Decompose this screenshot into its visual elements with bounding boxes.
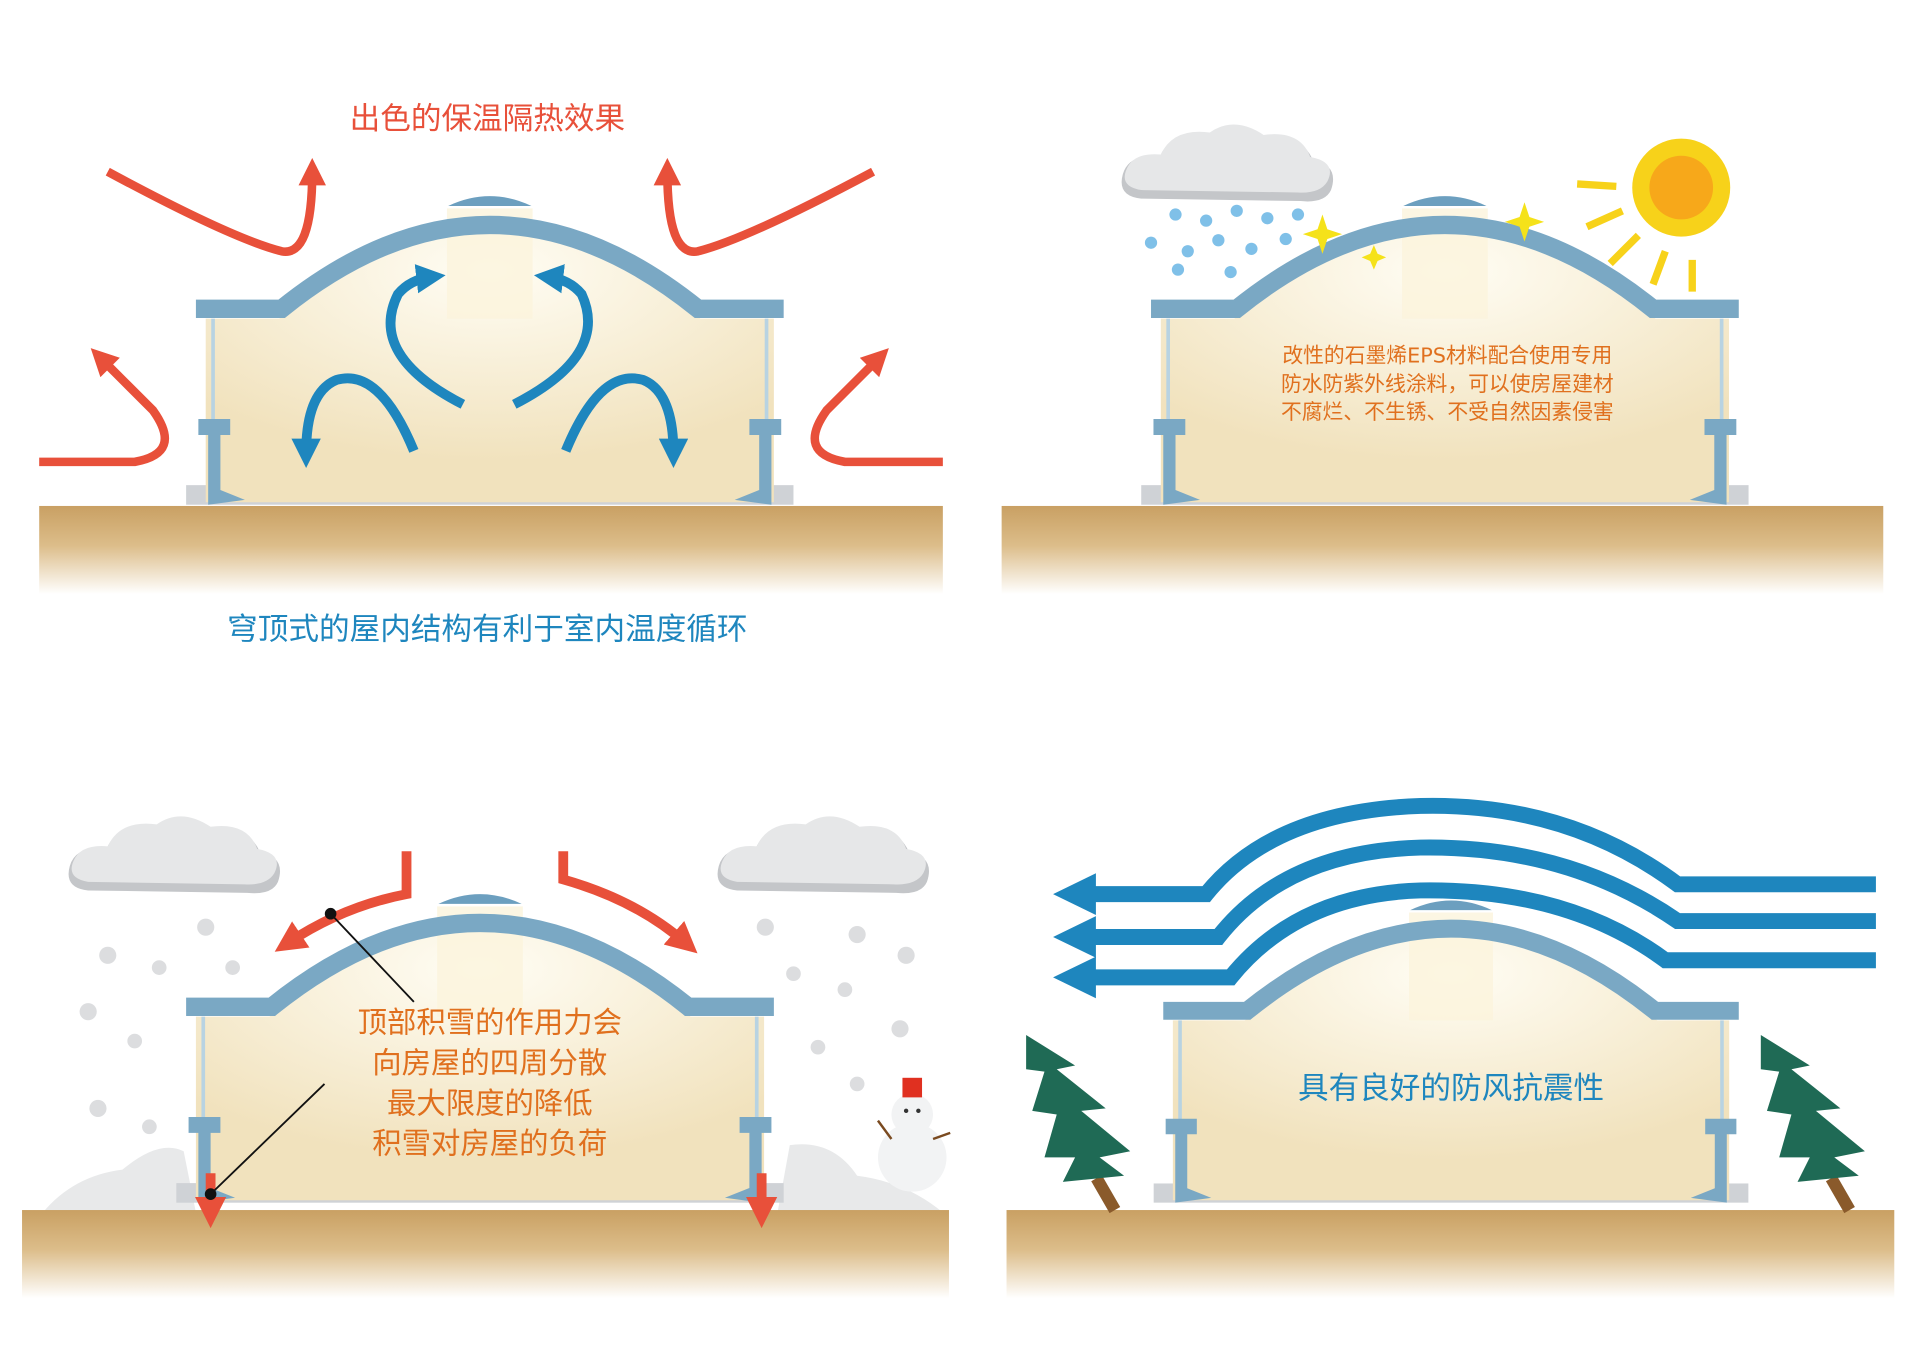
panel1-caption: 穹顶式的屋内结构有利于室内温度循环 [227,612,747,647]
ground [1006,1210,1895,1299]
snowflakes [79,918,915,1135]
tree-icon [1026,1034,1131,1214]
text-line: 防水防紫外线涂料，可以使房屋建材 [1281,372,1614,396]
text-line: 积雪对房屋的负荷 [372,1127,607,1161]
text-line: 顶部积雪的作用力会 [358,1005,622,1039]
cloud-icon [717,816,930,894]
panel-snow-load: 顶部积雪的作用力会 向房屋的四周分散 最大限度的降低 积雪对房屋的负荷 [22,816,951,1299]
wind-arrowheads [1053,873,1096,999]
dome-house [186,196,793,505]
text-line: 改性的石墨烯EPS材料配合使用专用 [1282,344,1612,368]
sun-icon [1576,138,1731,292]
ground [39,505,943,595]
text-line: 向房屋的四周分散 [372,1046,607,1080]
panel3-description: 顶部积雪的作用力会 向房屋的四周分散 最大限度的降低 积雪对房屋的负荷 [358,1005,622,1160]
panel-insulation: 出色的保温隔热效果 穹顶式的屋内结构有利于室内温度循环 [39,102,943,647]
ground [22,1210,949,1299]
cloud-icon [1121,124,1334,202]
callout-lines [204,907,415,1200]
panel4-label: 具有良好的防风抗震性 [1298,1072,1604,1107]
dome-house [1154,901,1749,1203]
ground [1001,505,1884,595]
heat-reflect-arrows [39,157,943,467]
snowman-icon [876,1077,951,1192]
panel-weatherproof: 改性的石墨烯EPS材料配合使用专用 防水防紫外线涂料，可以使房屋建材 不腐烂、不… [1001,124,1884,595]
tree-icon [1760,1034,1865,1214]
sparkle-icons [1302,202,1545,270]
panel2-description: 改性的石墨烯EPS材料配合使用专用 防水防紫外线涂料，可以使房屋建材 不腐烂、不… [1281,344,1614,424]
cloud-icon [68,816,281,894]
panel1-title: 出色的保温隔热效果 [350,102,625,137]
air-circulation-arrows [291,264,689,468]
wind-flow-lines [1077,797,1876,986]
text-line: 最大限度的降低 [387,1086,593,1120]
rain-drops [1144,204,1305,279]
text-line: 不腐烂、不生锈、不受自然因素侵害 [1281,400,1614,424]
panel-wind-resistance: 具有良好的防风抗震性 [1006,797,1895,1299]
